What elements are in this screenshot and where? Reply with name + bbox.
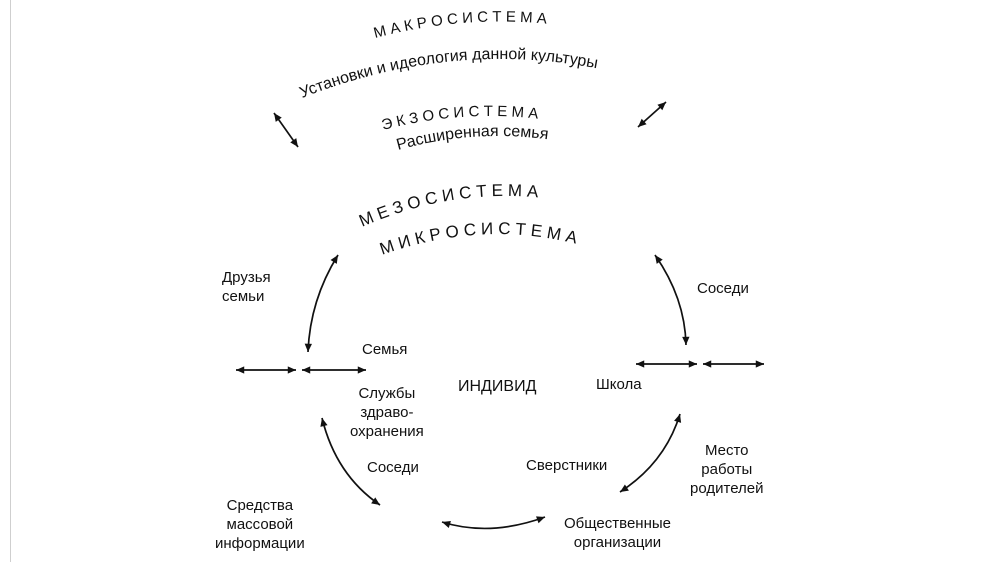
arrow-peers-orgs (619, 413, 682, 493)
label-family: Семья (362, 341, 408, 358)
arrow-bottom (441, 516, 546, 530)
page-edge-line (10, 0, 11, 562)
arrow-school-right-1 (636, 360, 697, 368)
label-school: Школа (596, 376, 642, 393)
label-neighbors-left: Соседи (367, 459, 419, 476)
label-peers: Сверстники (526, 457, 608, 474)
microsystem-title: М И К Р О С И С Т Е М А (377, 219, 580, 259)
label-mass-media: Средства массовой информации (215, 497, 305, 552)
arrow-school-right-2 (703, 360, 764, 368)
arrow-far-left (236, 366, 296, 374)
arrow-health-media (320, 417, 381, 506)
arrow-friends-family (304, 254, 339, 353)
arrow-macro-right (637, 101, 667, 128)
label-public-organizations: Общественные организации (564, 515, 671, 551)
arrows-layer (236, 101, 764, 530)
macrosystem-description: Установки и идеология данной культуры (297, 46, 599, 102)
arrow-neighbors-school (654, 254, 690, 346)
label-neighbors-right: Соседи (697, 280, 749, 297)
arrow-family-center (302, 366, 366, 374)
label-parents-work: Место работы родителей (690, 442, 764, 497)
exosystem-description: Расширенная семья (395, 123, 550, 154)
macrosystem-title: М А К Р О С И С Т Е М А (372, 8, 548, 41)
label-health-services: Службы здраво- охранения (350, 385, 424, 440)
center-individual: ИНДИВИД (458, 378, 537, 395)
arrow-macro-left (273, 112, 299, 148)
label-family-friends: Друзья семьи (222, 269, 271, 305)
